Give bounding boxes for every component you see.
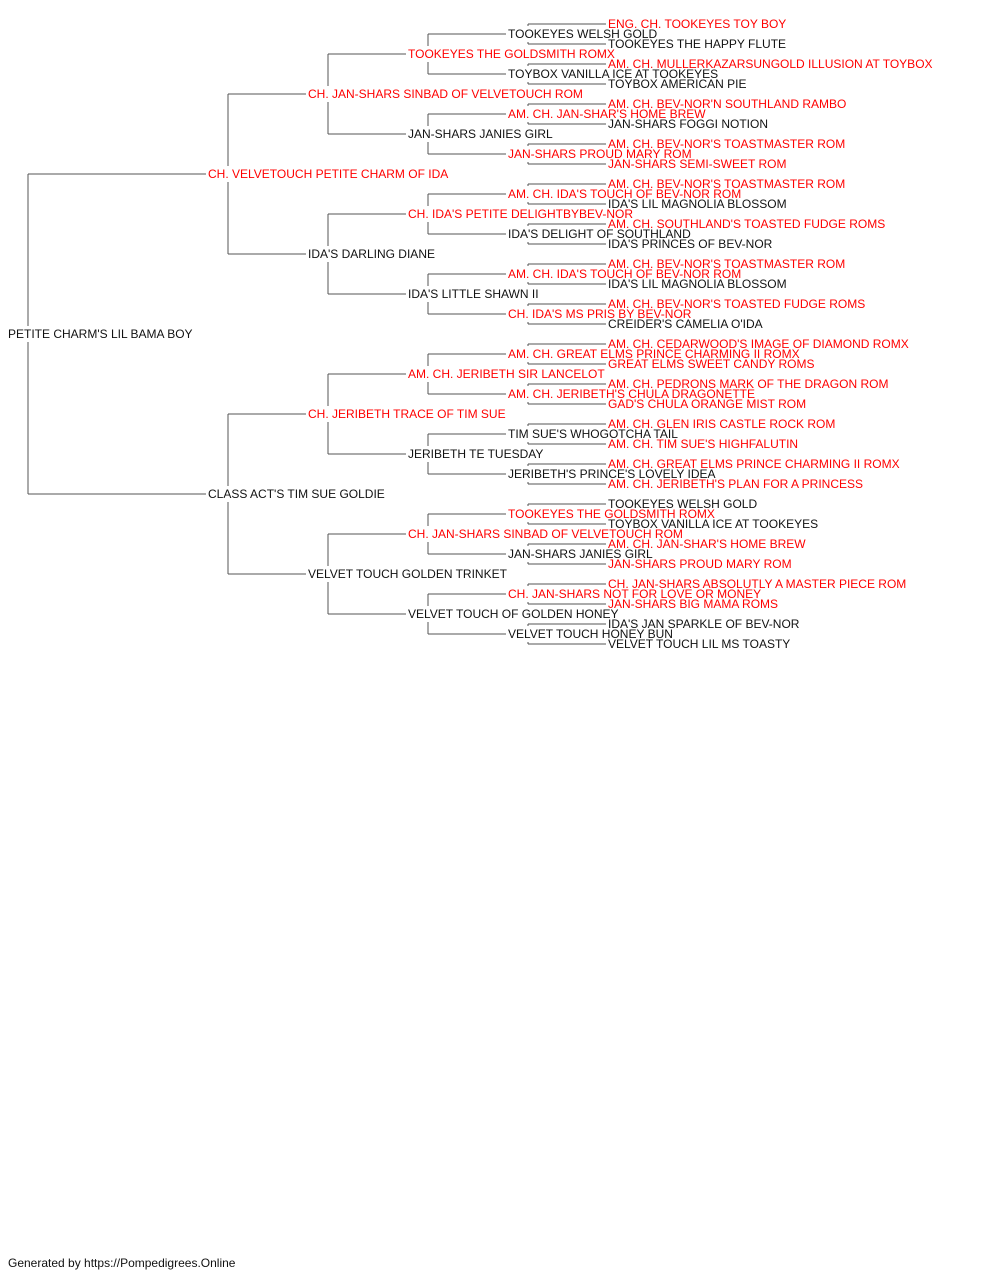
dog-name-gen-5: AM. CH. SOUTHLAND'S TOASTED FUDGE ROMS: [608, 217, 885, 231]
dog-name-gen-3: VELVET TOUCH OF GOLDEN HONEY: [408, 607, 619, 621]
dog-name-gen-5: AM. CH. PEDRONS MARK OF THE DRAGON ROM: [608, 377, 888, 391]
dog-name-gen-2: VELVET TOUCH GOLDEN TRINKET: [308, 567, 508, 581]
dog-name-gen-5: AM. CH. JAN-SHAR'S HOME BREW: [608, 537, 806, 551]
dog-name-gen-4: TOYBOX VANILLA ICE AT TOOKEYES: [508, 67, 718, 81]
dog-name-gen-4: VELVET TOUCH HONEY BUN: [508, 627, 673, 641]
dog-name-gen-2: CH. JAN-SHARS SINBAD OF VELVETOUCH ROM: [308, 87, 583, 101]
dog-name-gen-4: TOOKEYES THE GOLDSMITH ROMX: [508, 507, 715, 521]
dog-name-gen-4: IDA'S DELIGHT OF SOUTHLAND: [508, 227, 691, 241]
dog-name-gen-4: AM. CH. IDA'S TOUCH OF BEV-NOR ROM: [508, 267, 741, 281]
dog-name-gen-5: CH. JAN-SHARS ABSOLUTLY A MASTER PIECE R…: [608, 577, 906, 591]
dog-name-gen-5: AM. CH. MULLERKAZARSUNGOLD ILLUSION AT T…: [608, 57, 933, 71]
dog-name-gen-4: JERIBETH'S PRINCE'S LOVELY IDEA: [508, 467, 716, 481]
dog-name-gen-5: JAN-SHARS BIG MAMA ROMS: [608, 597, 778, 611]
dog-name-gen-5: TOYBOX VANILLA ICE AT TOOKEYES: [608, 517, 818, 531]
dog-name-gen-3: CH. JAN-SHARS SINBAD OF VELVETOUCH ROM: [408, 527, 683, 541]
dog-name-gen-3: JERIBETH TE TUESDAY: [408, 447, 543, 461]
dog-name-gen-5: VELVET TOUCH LIL MS TOASTY: [608, 637, 790, 651]
dog-name-gen-4: AM. CH. JERIBETH'S CHULA DRAGONETTE: [508, 387, 755, 401]
dog-name-gen-2: IDA'S DARLING DIANE: [308, 247, 435, 261]
dog-name-gen-5: GREAT ELMS SWEET CANDY ROMS: [608, 357, 814, 371]
dog-name-gen-4: CH. IDA'S MS PRIS BY BEV-NOR: [508, 307, 692, 321]
dog-name-gen-4: AM. CH. JAN-SHAR'S HOME BREW: [508, 107, 706, 121]
dog-name-gen-5: AM. CH. GLEN IRIS CASTLE ROCK ROM: [608, 417, 835, 431]
dog-name-gen-5: TOOKEYES THE HAPPY FLUTE: [608, 37, 786, 51]
dog-name-gen-5: TOOKEYES WELSH GOLD: [608, 497, 757, 511]
dog-name-gen-4: TOOKEYES WELSH GOLD: [508, 27, 657, 41]
dog-name-gen-5: TOYBOX AMERICAN PIE: [608, 77, 746, 91]
dog-name-gen-4: CH. JAN-SHARS NOT FOR LOVE OR MONEY: [508, 587, 761, 601]
dog-name-gen-0: PETITE CHARM'S LIL BAMA BOY: [8, 327, 193, 341]
dog-name-gen-5: JAN-SHARS PROUD MARY ROM: [608, 557, 792, 571]
dog-name-gen-4: AM. CH. GREAT ELMS PRINCE CHARMING II RO…: [508, 347, 800, 361]
dog-name-gen-1: CH. VELVETOUCH PETITE CHARM OF IDA: [208, 167, 448, 181]
dog-name-gen-4: AM. CH. IDA'S TOUCH OF BEV-NOR ROM: [508, 187, 741, 201]
dog-name-gen-3: IDA'S LITTLE SHAWN II: [408, 287, 539, 301]
dog-name-gen-5: AM. CH. BEV-NOR'S TOASTMASTER ROM: [608, 257, 845, 271]
dog-name-gen-3: TOOKEYES THE GOLDSMITH ROMX: [408, 47, 615, 61]
dog-name-gen-4: JAN-SHARS JANIES GIRL: [508, 547, 653, 561]
dog-name-gen-5: AM. CH. BEV-NOR'S TOASTED FUDGE ROMS: [608, 297, 865, 311]
dog-name-gen-5: AM. CH. GREAT ELMS PRINCE CHARMING II RO…: [608, 457, 900, 471]
dog-name-gen-3: AM. CH. JERIBETH SIR LANCELOT: [408, 367, 605, 381]
dog-name-gen-5: ENG. CH. TOOKEYES TOY BOY: [608, 17, 786, 31]
dog-name-gen-5: AM. CH. TIM SUE'S HIGHFALUTIN: [608, 437, 798, 451]
dog-name-gen-5: AM. CH. BEV-NOR'N SOUTHLAND RAMBO: [608, 97, 846, 111]
dog-name-gen-5: IDA'S PRINCES OF BEV-NOR: [608, 237, 773, 251]
dog-name-gen-3: JAN-SHARS JANIES GIRL: [408, 127, 553, 141]
dog-name-gen-5: AM. CH. CEDARWOOD'S IMAGE OF DIAMOND ROM…: [608, 337, 909, 351]
dog-name-gen-5: AM. CH. BEV-NOR'S TOASTMASTER ROM: [608, 177, 845, 191]
dog-name-gen-2: CH. JERIBETH TRACE OF TIM SUE: [308, 407, 506, 421]
dog-name-gen-5: JAN-SHARS SEMI-SWEET ROM: [608, 157, 786, 171]
dog-name-gen-5: AM. CH. BEV-NOR'S TOASTMASTER ROM: [608, 137, 845, 151]
dog-name-gen-5: IDA'S JAN SPARKLE OF BEV-NOR: [608, 617, 800, 631]
dog-name-gen-5: CREIDER'S CAMELIA O'IDA: [608, 317, 763, 331]
dog-name-gen-5: IDA'S LIL MAGNOLIA BLOSSOM: [608, 197, 787, 211]
dog-name-gen-5: GAD'S CHULA ORANGE MIST ROM: [608, 397, 806, 411]
dog-name-gen-5: JAN-SHARS FOGGI NOTION: [608, 117, 768, 131]
dog-name-gen-4: JAN-SHARS PROUD MARY ROM: [508, 147, 692, 161]
generated-by-footer: Generated by https://Pompedigrees.Online: [8, 1256, 236, 1270]
dog-name-gen-5: AM. CH. JERIBETH'S PLAN FOR A PRINCESS: [608, 477, 863, 491]
dog-name-gen-3: CH. IDA'S PETITE DELIGHTBYBEV-NOR: [408, 207, 633, 221]
dog-name-gen-5: IDA'S LIL MAGNOLIA BLOSSOM: [608, 277, 787, 291]
dog-name-gen-4: TIM SUE'S WHOGOTCHA TAIL: [508, 427, 678, 441]
dog-name-gen-1: CLASS ACT'S TIM SUE GOLDIE: [208, 487, 385, 501]
